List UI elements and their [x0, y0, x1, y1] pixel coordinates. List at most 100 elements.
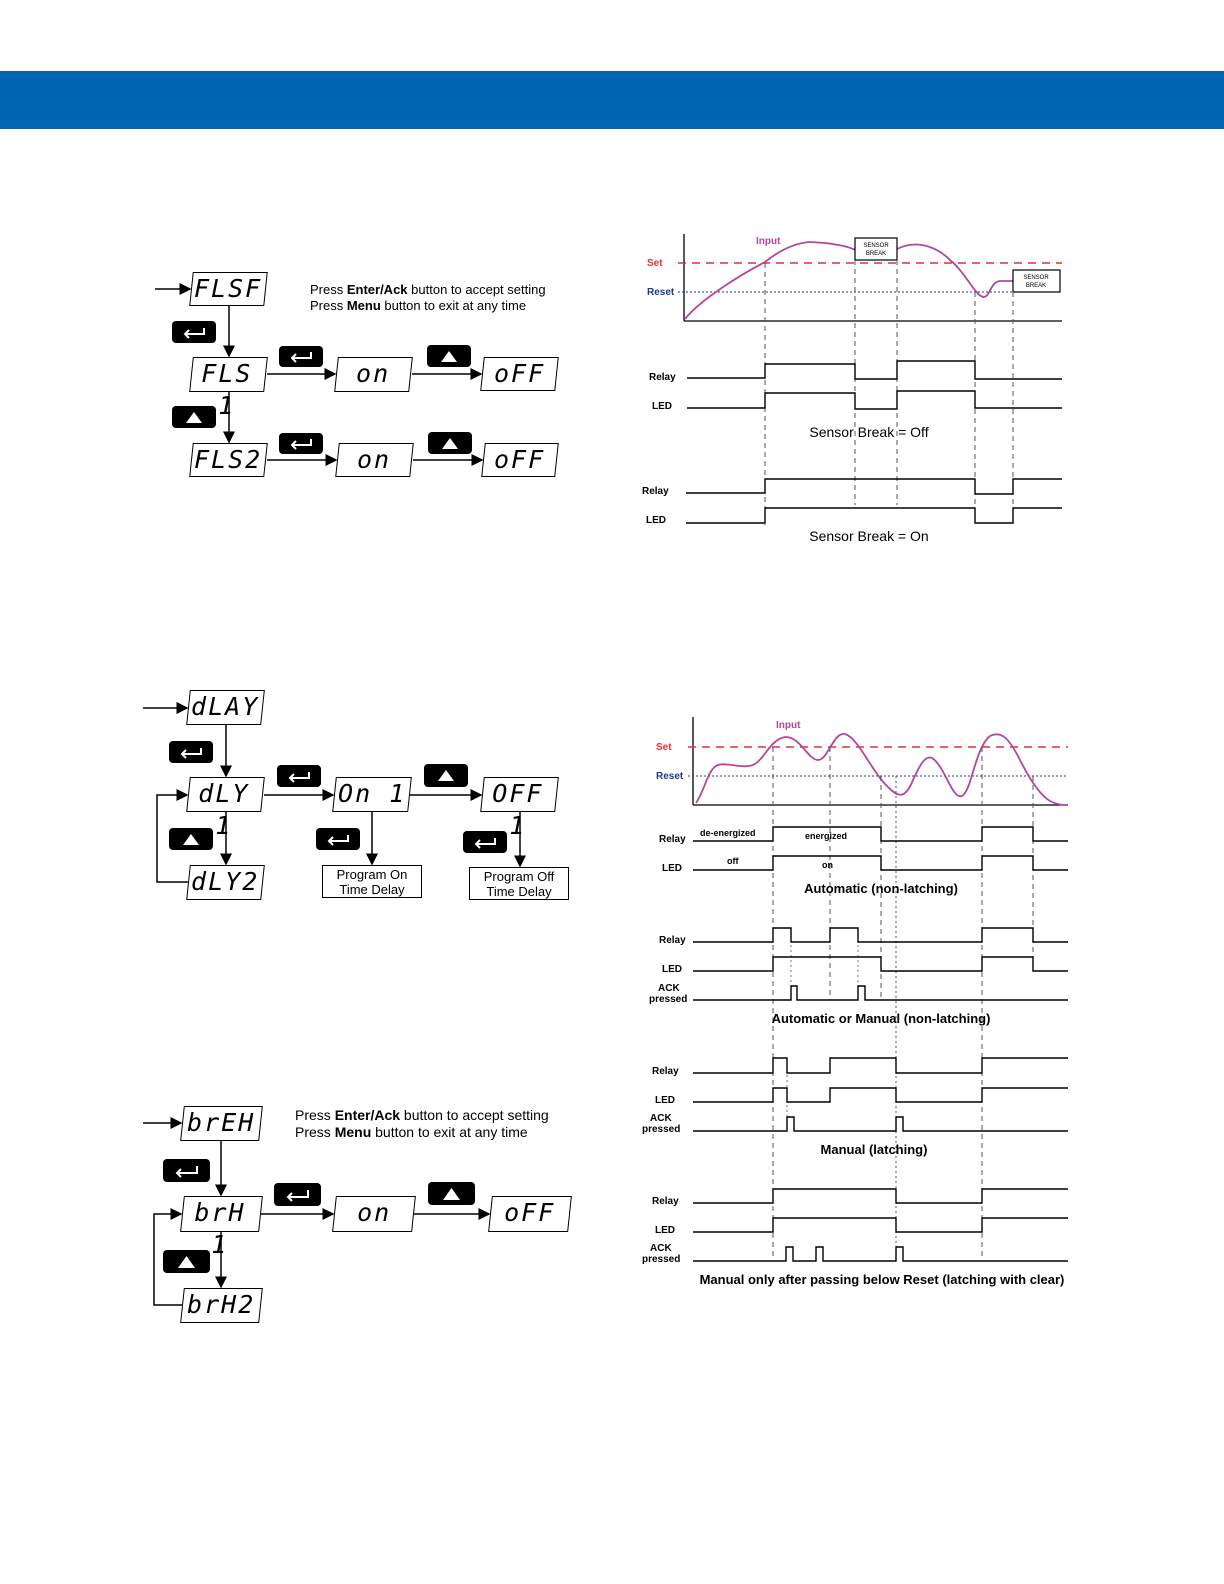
led-label: LED: [655, 1225, 675, 1236]
up-arrow-icon: [178, 1256, 195, 1268]
break-menu-diagram: brEH brH 1 brH2 on oFF Press Enter/Ack b…: [0, 0, 600, 1360]
set-label: Set: [656, 742, 672, 753]
ack-label: pressed: [649, 994, 687, 1005]
ack-trace: [693, 985, 1068, 1001]
up-button: [169, 828, 213, 850]
led-label: LED: [662, 863, 682, 874]
on-label: on: [822, 860, 833, 870]
input-label: Input: [756, 236, 781, 247]
relay-trace: [686, 478, 1062, 495]
led-label: LED: [652, 401, 672, 412]
delay-connectors: [143, 702, 526, 883]
sensor-break-off-caption: Sensor Break = Off: [809, 424, 928, 440]
up-button: [428, 432, 472, 454]
enter-button: [279, 433, 323, 454]
input-curve: [695, 733, 1069, 806]
latching-with-clear-caption: Manual only after passing below Reset (l…: [700, 1272, 1065, 1287]
ack-trace: [693, 1246, 1068, 1262]
instructions-note: Press Enter/Ack button to accept setting…: [295, 1107, 549, 1140]
led-trace: [693, 1217, 1068, 1233]
enter-arrow-icon: [290, 352, 312, 363]
input-curve: [684, 241, 1013, 320]
enter-arrow-icon: [327, 835, 349, 846]
enter-button: [172, 321, 216, 343]
up-arrow-icon: [441, 351, 457, 362]
sensor-break-box: [854, 237, 898, 261]
relay-label: Relay: [652, 1196, 679, 1207]
reset-label: Reset: [647, 287, 675, 298]
relay-trace: [693, 1057, 1068, 1074]
enter-button: [316, 828, 360, 850]
enter-button: [463, 831, 507, 853]
display-on: on: [332, 1196, 416, 1232]
input-label: Input: [776, 720, 801, 731]
led-label: LED: [646, 515, 666, 526]
ack-label: pressed: [642, 1254, 680, 1265]
enter-button: [274, 1183, 321, 1206]
de-energized-label: de-energized: [700, 828, 756, 838]
energized-label: energized: [805, 831, 847, 841]
enter-button: [169, 741, 213, 763]
led-trace: [686, 507, 1062, 524]
enter-button: [163, 1159, 210, 1182]
break-connectors: [143, 1117, 491, 1306]
display-brh1: brH 1: [180, 1196, 263, 1259]
display-brh2: brH2: [180, 1288, 263, 1323]
header-banner: [0, 71, 1224, 129]
enter-button: [277, 765, 321, 787]
led-label: LED: [662, 964, 682, 975]
up-arrow-icon: [183, 834, 199, 845]
relay-trace: [693, 1188, 1068, 1204]
timing-guides: [772, 747, 1034, 1260]
led-trace: [693, 956, 1068, 972]
up-arrow-icon: [186, 412, 202, 423]
enter-arrow-icon: [183, 328, 205, 339]
enter-button: [279, 346, 323, 367]
sensor-break-box-line: SENSOR: [1023, 275, 1049, 281]
off-label: off: [727, 856, 739, 866]
relay-trace: [693, 927, 1068, 943]
sensor-break-box-line: SENSOR: [863, 243, 889, 249]
up-arrow-icon: [438, 770, 454, 781]
relay-label: Relay: [649, 372, 676, 383]
relay-label: Relay: [652, 1066, 679, 1077]
up-button: [427, 345, 471, 367]
led-label: LED: [655, 1095, 675, 1106]
instructions-note: Press Enter/Ack button to accept setting…: [310, 282, 546, 313]
failsafe-connectors: [155, 283, 484, 466]
up-button: [428, 1182, 475, 1205]
relay-trace: [687, 360, 1062, 380]
up-arrow-icon: [443, 1188, 460, 1200]
enter-arrow-icon: [474, 838, 496, 849]
up-button: [172, 406, 216, 428]
sensor-break-box-line: BREAK: [1026, 283, 1046, 289]
relay-label: Relay: [659, 834, 686, 845]
enter-arrow-icon: [180, 748, 202, 759]
enter-arrow-icon: [286, 1190, 309, 1202]
up-arrow-icon: [442, 438, 458, 449]
led-trace: [687, 390, 1062, 410]
relay-trace: [693, 826, 1068, 842]
sensor-break-box: [1012, 269, 1061, 293]
ack-label: ACK: [650, 1113, 672, 1124]
set-label: Set: [647, 258, 663, 269]
timing-guides: [764, 260, 1014, 525]
manual-latching-caption: Manual (latching): [821, 1142, 928, 1157]
enter-arrow-icon: [290, 439, 312, 450]
ack-label: ACK: [658, 983, 680, 994]
sensor-break-box-line: BREAK: [866, 251, 886, 257]
automatic-or-manual-caption: Automatic or Manual (non-latching): [772, 1011, 991, 1026]
display-brek: brEH: [180, 1106, 263, 1141]
automatic-non-latching-caption: Automatic (non-latching): [804, 881, 958, 896]
enter-arrow-icon: [175, 1166, 198, 1178]
up-button: [163, 1250, 210, 1273]
display-off: oFF: [488, 1196, 572, 1232]
ack-label: pressed: [642, 1124, 680, 1135]
led-trace: [693, 855, 1068, 871]
enter-arrow-icon: [288, 772, 310, 783]
ack-label: ACK: [650, 1243, 672, 1254]
led-trace: [693, 1087, 1068, 1103]
